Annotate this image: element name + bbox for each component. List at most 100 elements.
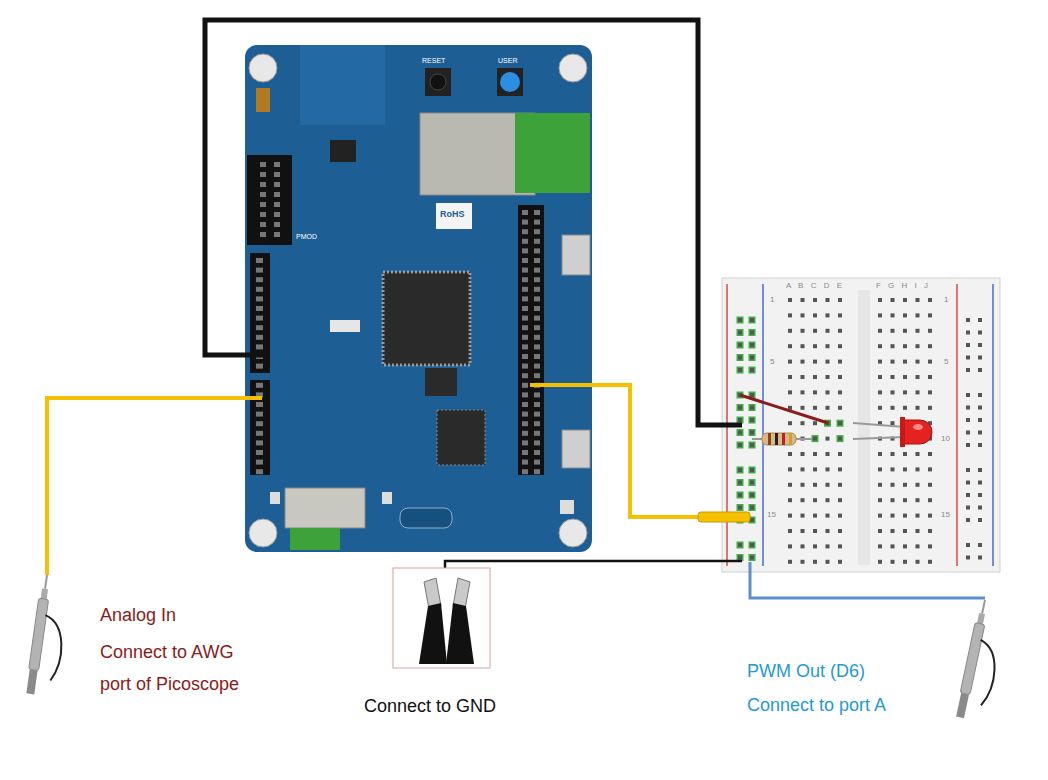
- header-pin: [256, 287, 263, 292]
- pmod-pin: [274, 232, 280, 237]
- breadboard-hole: [788, 514, 792, 518]
- breadboard-hole: [916, 498, 920, 502]
- breadboard-hole: [813, 452, 817, 456]
- header-pin: [534, 248, 540, 253]
- resistor-band: [782, 433, 785, 445]
- label-anchor: 1: [944, 295, 948, 305]
- header-pin: [522, 325, 528, 330]
- header-pin: [534, 344, 540, 349]
- breadboard-hole: [916, 467, 920, 471]
- led-lead: [853, 437, 905, 439]
- header-pin: [522, 469, 528, 474]
- probe-tail: [26, 670, 37, 695]
- label-anchor: Connect to port A: [747, 694, 886, 716]
- rail-line-red: [956, 284, 958, 566]
- rail-hole: [966, 506, 970, 510]
- breadboard-hole: [838, 360, 842, 364]
- rail-hole: [978, 406, 982, 410]
- resistor-band: [768, 433, 771, 445]
- breadboard-hole: [788, 529, 792, 533]
- rail-hole: [978, 543, 982, 547]
- resistor-band: [789, 433, 792, 445]
- resistor-symbol: [762, 433, 796, 445]
- rail-hole-used: [737, 417, 744, 424]
- breadboard-hole: [788, 483, 792, 487]
- mount-hole: [559, 54, 587, 82]
- breadboard-hole: [826, 544, 830, 548]
- mcu-chip: [383, 272, 470, 365]
- breadboard-hole: [903, 483, 907, 487]
- header-pin: [522, 431, 528, 436]
- rail-hole: [978, 331, 982, 335]
- header-pin: [256, 450, 263, 455]
- row-number: 1: [944, 295, 948, 305]
- row-number: 15: [767, 510, 776, 520]
- label-anchor: RESET: [422, 56, 445, 65]
- header-pin: [534, 460, 540, 465]
- rail-hole-used: [737, 317, 744, 324]
- breadboard-hole: [903, 498, 907, 502]
- breadboard-hole: [813, 529, 817, 533]
- small-chip: [437, 410, 485, 465]
- rail-hole: [738, 343, 742, 347]
- label-anchor: Connect to GND: [364, 695, 496, 717]
- pmod-pin: [260, 202, 266, 207]
- rail-hole-used: [737, 504, 744, 511]
- breadboard-hole: [928, 329, 932, 333]
- rail-hole: [738, 406, 742, 410]
- header-pin: [522, 335, 528, 340]
- pmod-pin: [274, 222, 280, 227]
- breadboard-hole: [813, 437, 817, 441]
- breadboard-hole: [801, 560, 805, 564]
- breadboard-hole: [928, 467, 932, 471]
- breadboard-hole: [813, 344, 817, 348]
- rail-hole: [738, 418, 742, 422]
- header-pin: [522, 287, 528, 292]
- rail-hole-used: [737, 467, 744, 474]
- header-pin: [522, 344, 528, 349]
- breadboard-hole: [826, 406, 830, 410]
- breadboard-hole: [916, 529, 920, 533]
- breadboard-hole: [928, 514, 932, 518]
- rail-hole-used: [749, 354, 756, 361]
- breadboard-hole: [903, 313, 907, 317]
- breadboard-hole: [801, 498, 805, 502]
- label-anchor: USER: [498, 56, 517, 65]
- right-header: [518, 205, 544, 475]
- breadboard-hole: [903, 529, 907, 533]
- breadboard-hole: [903, 514, 907, 518]
- rail-hole-used: [737, 404, 744, 411]
- breadboard-hole: [903, 406, 907, 410]
- header-pin: [534, 335, 540, 340]
- rail-hole: [978, 431, 982, 435]
- rail-hole: [978, 556, 982, 560]
- header-pin: [256, 296, 263, 301]
- jumper-wire: [740, 395, 828, 423]
- label-anchor: RoHS: [440, 209, 465, 220]
- label-anchor: Analog In: [100, 604, 176, 626]
- rail-hole-used: [749, 467, 756, 474]
- breadboard-hole: [801, 344, 805, 348]
- pmod-pin: [260, 172, 266, 177]
- probe-ground-lead: [967, 640, 1001, 707]
- header-pin: [534, 325, 540, 330]
- breadboard-hole: [813, 467, 817, 471]
- breadboard-hole: [813, 406, 817, 410]
- pmod-pin: [260, 192, 266, 197]
- rail-hole: [750, 331, 754, 335]
- breadboard-hole: [801, 329, 805, 333]
- breadboard-hole: [788, 329, 792, 333]
- callout-text: Analog In: [100, 604, 176, 626]
- rail-hole: [978, 443, 982, 447]
- used-hole: [837, 420, 844, 427]
- scope-probe: [955, 599, 1009, 723]
- breadboard-hole: [801, 467, 805, 471]
- callout-text: PWM Out (D6): [747, 660, 865, 682]
- breadboard-hole: [813, 329, 817, 333]
- breadboard-hole: [916, 375, 920, 379]
- breadboard-hole: [813, 421, 817, 425]
- breadboard-hole: [891, 390, 895, 394]
- rail-hole-used: [749, 367, 756, 374]
- rail-hole: [978, 493, 982, 497]
- rail-hole: [750, 431, 754, 435]
